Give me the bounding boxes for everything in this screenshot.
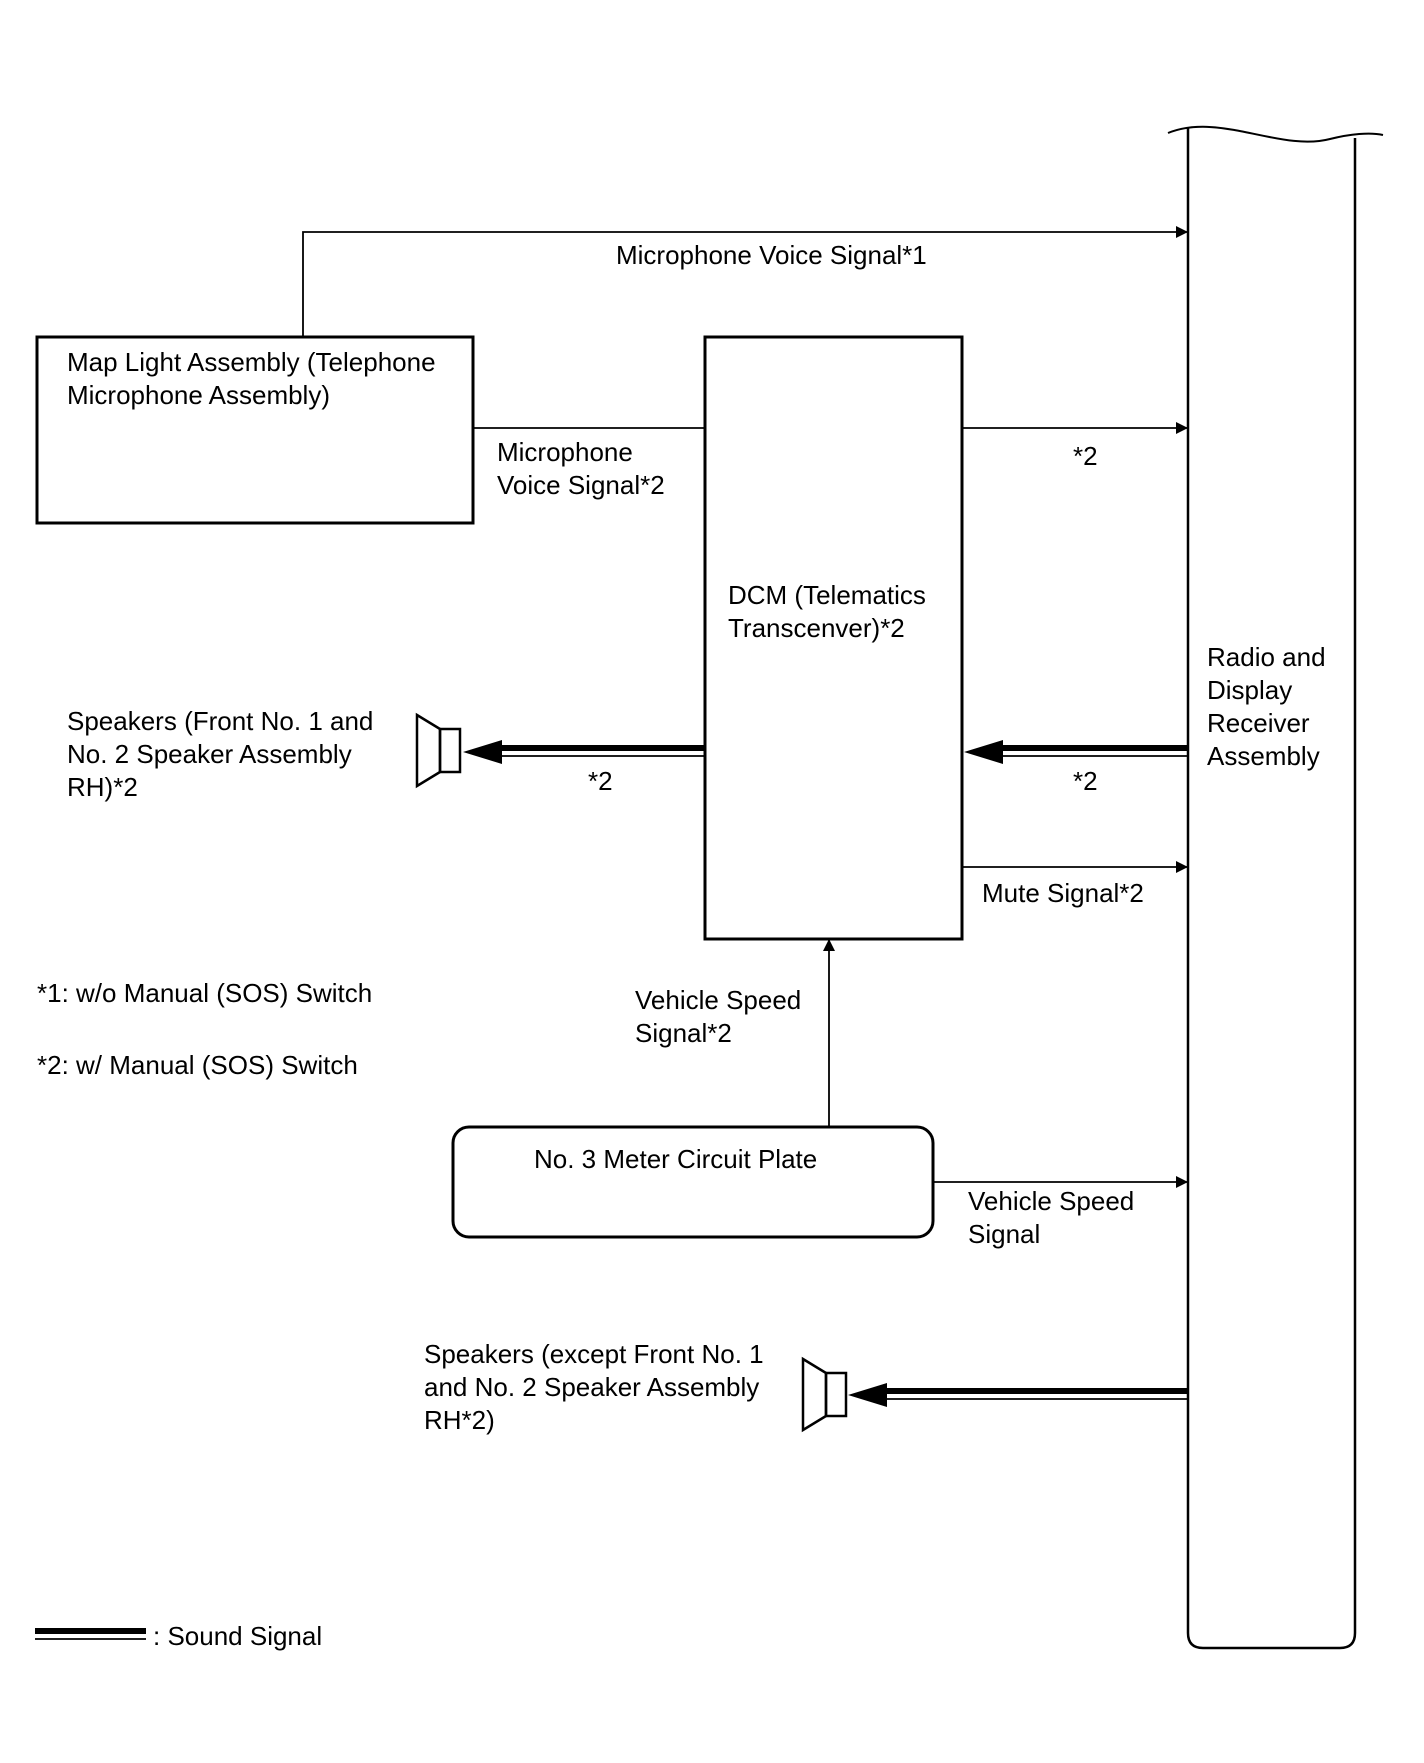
sound-signal-dcm-to-front-speakers: [463, 740, 705, 764]
footnote-2: *2: w/ Manual (SOS) Switch: [37, 1050, 358, 1080]
mic-voice-signal-1-line: [302, 226, 1188, 337]
vehicle-speed-dcm-label: Vehicle Speed Signal*2: [635, 985, 802, 1048]
mute-signal-label: Mute Signal*2: [982, 878, 1144, 908]
sound-signal-radio-to-other-speakers: [848, 1383, 1188, 1407]
map-light-assembly-label: Map Light Assembly (Telephone Microphone…: [67, 347, 436, 410]
meter-circuit-plate-label: No. 3 Meter Circuit Plate: [534, 1144, 818, 1174]
dcm-label: DCM (Telematics Transcenver)*2: [728, 580, 926, 643]
dcm-to-radio-label: *2: [1073, 441, 1098, 471]
footnote-1: *1: w/o Manual (SOS) Switch: [37, 978, 373, 1008]
mic-voice-signal-1-label: Microphone Voice Signal*1: [616, 240, 927, 270]
legend-sound-signal-symbol: [35, 1628, 146, 1640]
speaker-icon-front: [415, 712, 462, 789]
other-speakers-label: Speakers (except Front No. 1 and No. 2 S…: [424, 1339, 764, 1435]
radio-receiver-label: Radio and Display Receiver Assembly: [1207, 642, 1326, 771]
vehicle-speed-radio-label: Vehicle Speed Signal: [968, 1186, 1135, 1249]
radio-to-dcm-label: *2: [1073, 766, 1098, 796]
radio-receiver-block: [1167, 125, 1384, 1650]
speaker-icon-other: [801, 1356, 848, 1433]
sound-signal-radio-to-dcm: [964, 740, 1188, 764]
legend-sound-signal-label: : Sound Signal: [153, 1621, 323, 1651]
front-speakers-label: Speakers (Front No. 1 and No. 2 Speaker …: [67, 706, 374, 802]
map-light-assembly-box: [35, 335, 475, 525]
mic-voice-signal-2-label: Microphone Voice Signal*2: [497, 437, 665, 500]
dcm-to-speaker-label: *2: [588, 766, 613, 796]
